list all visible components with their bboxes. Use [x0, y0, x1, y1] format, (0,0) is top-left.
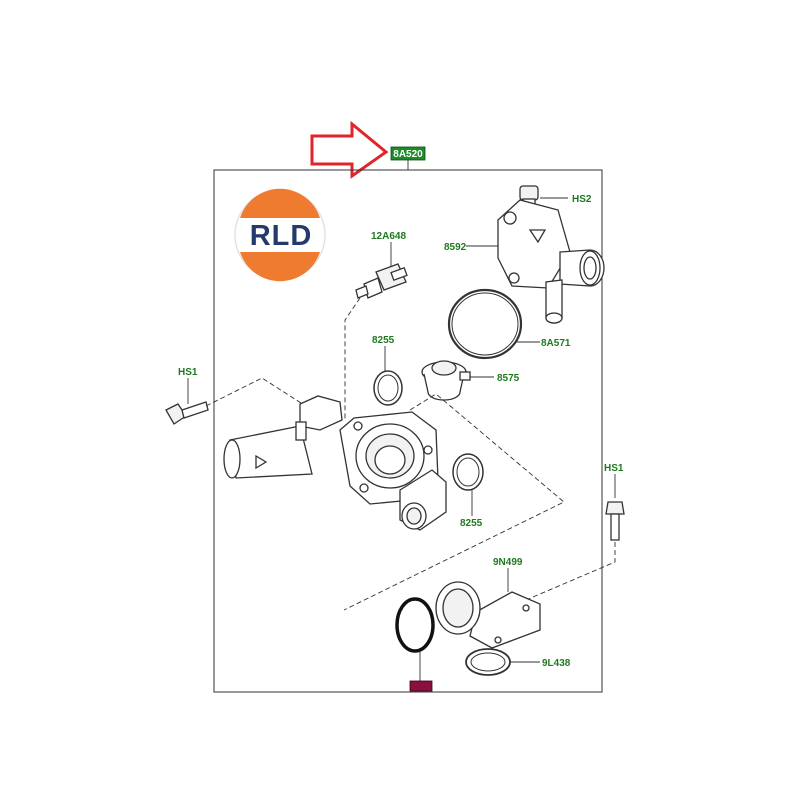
label-9n499: 9N499: [493, 557, 523, 568]
label-8255-bottom: 8255: [460, 518, 483, 529]
diagram-frame: [213, 169, 603, 693]
pointer-arrow-icon: [310, 120, 389, 179]
label-hs2: HS2: [572, 194, 592, 205]
bolt-hs1-left[interactable]: [165, 401, 209, 425]
part-8255-seal-bottom[interactable]: [452, 453, 484, 491]
part-8575-thermostat[interactable]: [421, 360, 471, 401]
part-9n499-elbow[interactable]: [435, 581, 541, 649]
label-12a648: 12A648: [371, 231, 406, 242]
label-hs1-left: HS1: [178, 367, 198, 378]
label-8a571: 8A571: [541, 338, 571, 349]
part-8255-seal-top[interactable]: [373, 370, 403, 406]
label-9l438: 9L438: [542, 658, 571, 669]
part-main-housing[interactable]: [223, 395, 447, 531]
logo-text: RLD: [250, 220, 313, 252]
part-12a648-sensor[interactable]: [355, 263, 408, 299]
header-tag[interactable]: 8A520: [390, 146, 426, 161]
label-hs1-right: HS1: [604, 463, 624, 474]
part-8592-housing[interactable]: [497, 199, 605, 324]
rld-logo: RLD: [234, 188, 326, 282]
part-8a571-oring[interactable]: [447, 288, 523, 360]
bolt-hs1-right[interactable]: [605, 501, 625, 541]
label-8592: 8592: [444, 242, 467, 253]
header-tag-label: 8A520: [393, 149, 423, 160]
part-9l438-gasket[interactable]: [465, 648, 511, 676]
label-8255-top: 8255: [372, 335, 395, 346]
footer-tag[interactable]: [409, 680, 433, 692]
part-bottom-oring[interactable]: [395, 597, 435, 653]
label-8575: 8575: [497, 373, 520, 384]
